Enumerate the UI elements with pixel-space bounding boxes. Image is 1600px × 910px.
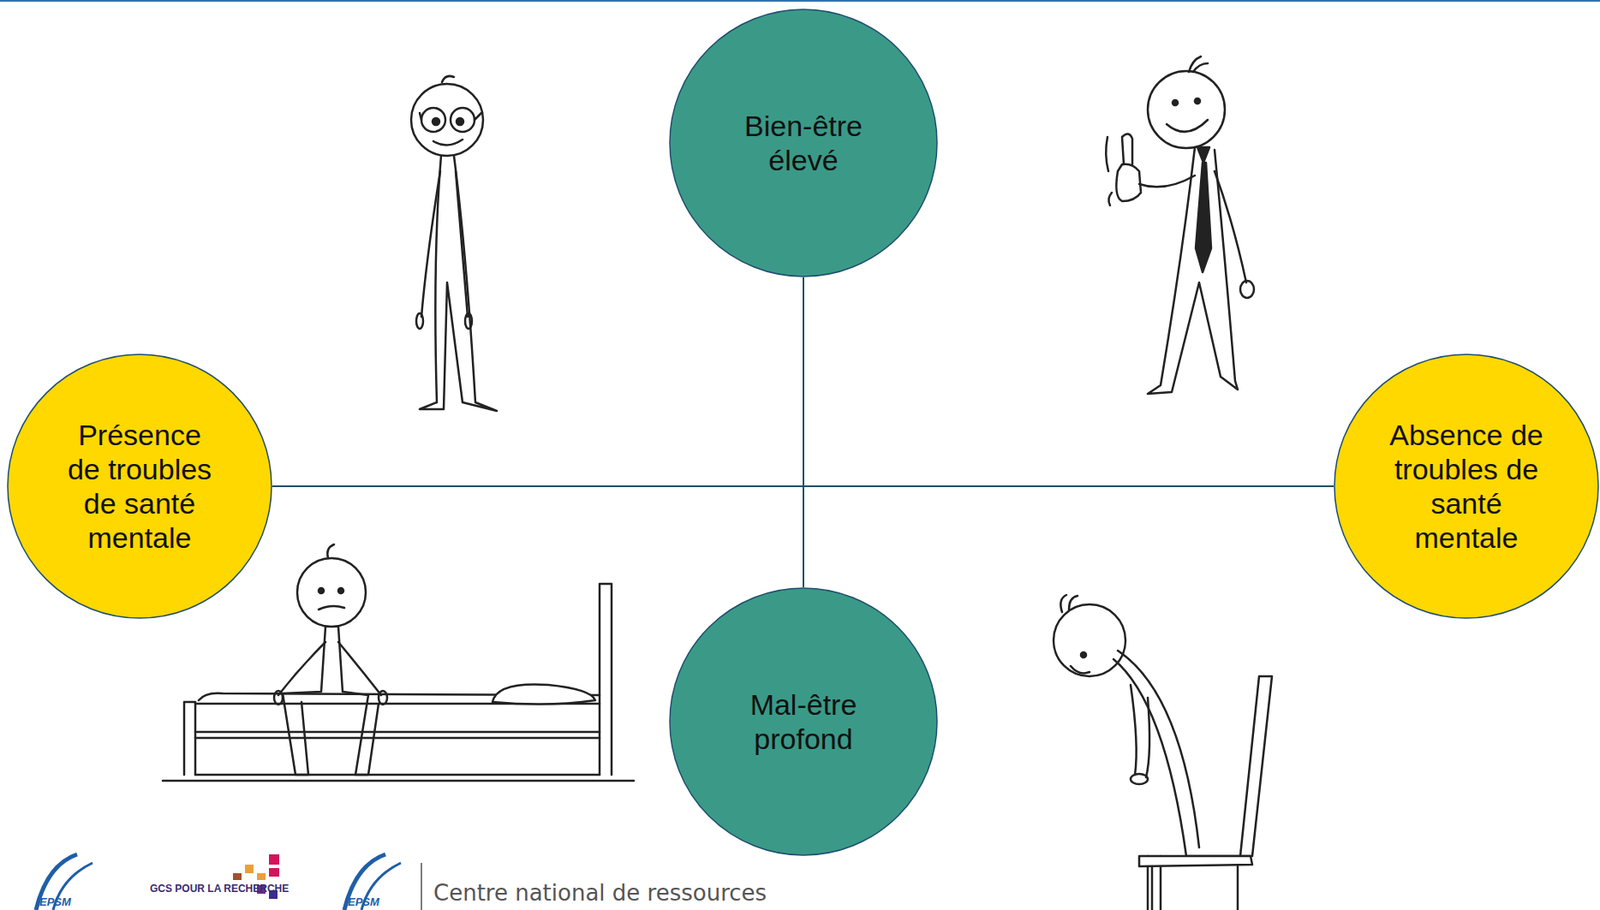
- node-text: Mal-être profond: [730, 687, 877, 757]
- circle-outline: [668, 587, 938, 857]
- stick-figure-on-bed: [162, 544, 634, 782]
- circle-outline: [6, 353, 273, 620]
- circle-shape: [669, 588, 938, 856]
- circle-shape: [669, 9, 938, 277]
- circle-shape: [1334, 354, 1599, 619]
- top-rule: [0, 0, 1600, 2]
- disorder-circle: Présence de troubles de santé mentale: [6, 353, 273, 620]
- node-text: Absence de troubles de santé mentale: [1387, 417, 1547, 556]
- circle-outline: [1333, 353, 1600, 620]
- stick-figure-glasses: [411, 76, 497, 412]
- axis-line: [803, 277, 805, 588]
- node-text: Présence de troubles de santé mentale: [60, 417, 220, 556]
- logo-text: EPSM: [39, 895, 72, 909]
- stick-figure-on-chair: [1053, 595, 1272, 910]
- wellbeing-circle: Mal-être profond: [668, 587, 938, 857]
- axis-stroke: [272, 485, 1334, 488]
- axis-line: [272, 486, 1334, 488]
- logo-art: [35, 854, 422, 910]
- logo-text: EPSM: [347, 895, 380, 909]
- node-text: Bien-être élevé: [730, 108, 877, 178]
- wellbeing-circle: Bien-être élevé: [668, 8, 938, 278]
- disorder-circle: Absence de troubles de santé mentale: [1333, 353, 1600, 620]
- logo-text: GCS POUR LA RECHERCHE: [149, 883, 289, 896]
- circle-outline: [668, 8, 938, 278]
- axis-stroke: [802, 277, 805, 588]
- circle-shape: [7, 354, 272, 619]
- footer-text: Centre national de ressources: [433, 880, 767, 907]
- stick-figure-thumbs-up: [1105, 56, 1254, 395]
